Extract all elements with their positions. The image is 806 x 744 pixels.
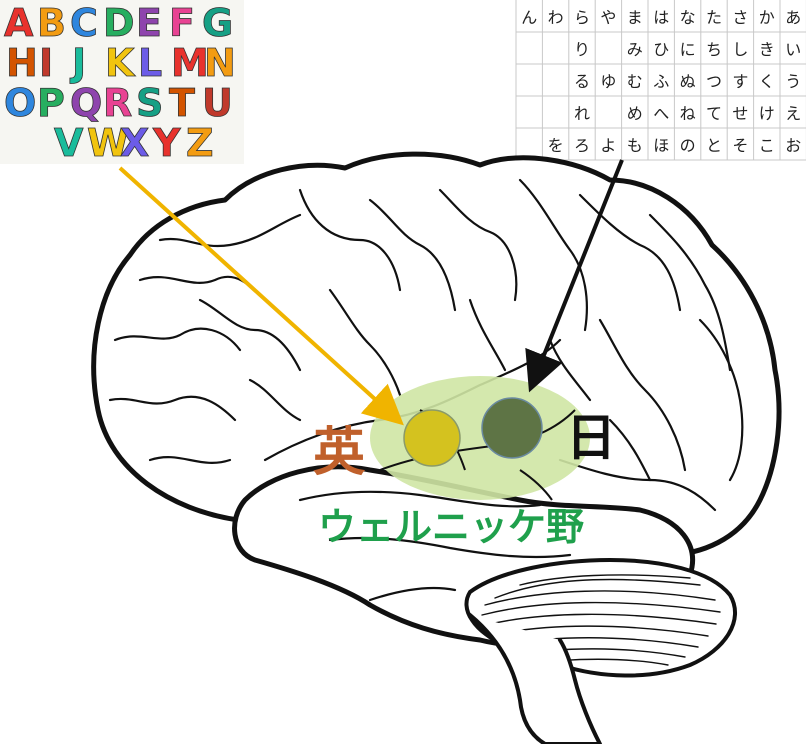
alphabet-letter: J (69, 41, 86, 85)
kana-character: た (706, 8, 722, 27)
english-label: 英 (313, 423, 366, 483)
alphabet-letter: W (87, 121, 129, 165)
alphabet-letter: M (171, 41, 209, 85)
kana-character: ろ (574, 136, 590, 155)
alphabet-letter: V (54, 121, 84, 165)
kana-character: す (732, 72, 748, 91)
alphabet-letter: X (120, 121, 149, 165)
japanese-label: 日 (566, 409, 616, 467)
kana-character: む (627, 72, 643, 91)
kana-character: し (732, 40, 748, 59)
kana-character: ぬ (680, 72, 696, 91)
kana-character: ね (680, 104, 696, 123)
alphabet-letter: C (70, 1, 98, 45)
kana-character: へ (653, 104, 669, 123)
alphabet-letter: G (202, 1, 233, 45)
wernicke-area-highlight (370, 376, 590, 500)
alphabet-letter: B (37, 1, 66, 45)
kana-character: る (574, 72, 590, 91)
kana-character: こ (759, 136, 775, 155)
cerebellum-folia (481, 574, 721, 666)
kana-character: そ (732, 136, 748, 155)
kana-cells: んわを らりるれろ やゆよ まみむめも はひふへほ なにぬねの たちつてと さしすせそ かきくけ… (521, 8, 801, 155)
kana-character: き (759, 40, 775, 59)
kana-character: め (627, 104, 643, 123)
alphabet-letter: R (103, 81, 132, 125)
alphabet-letter: K (105, 41, 136, 85)
english-arrow (118, 166, 404, 426)
kana-character: を (548, 136, 564, 155)
kana-character: は (653, 8, 669, 27)
english-processing-dot (403, 409, 461, 467)
kana-character: れ (574, 104, 590, 123)
kana-character: な (680, 8, 696, 27)
kana-character: お (785, 136, 801, 155)
japanese-arrow (525, 159, 624, 393)
kana-character: く (759, 72, 775, 91)
kana-character: か (759, 8, 775, 27)
alphabet-letter: Z (186, 121, 214, 165)
kana-character: ほ (653, 136, 669, 155)
alphabet-letter: T (169, 81, 195, 125)
brain-illustration (91, 151, 782, 744)
kana-character: ゆ (600, 72, 616, 91)
kana-character: と (706, 136, 722, 155)
japanese-processing-dot (481, 397, 543, 459)
wernicke-area-label: ウェルニッケ野 (318, 505, 584, 549)
alphabet-letter: N (204, 41, 236, 85)
kana-character: け (759, 104, 775, 123)
kana-character: も (627, 136, 643, 155)
kana-character: ふ (653, 72, 669, 91)
kana-character: ち (706, 40, 722, 59)
kana-character: よ (600, 136, 616, 155)
alphabet-letter: H (6, 41, 38, 85)
kana-character: つ (706, 72, 722, 91)
alphabet-letter: O (4, 81, 36, 125)
alphabet-letter: E (136, 1, 162, 45)
kana-character: り (574, 40, 590, 59)
kana-character: ん (521, 8, 537, 27)
kana-character: さ (732, 8, 748, 27)
kana-character: い (785, 40, 801, 59)
kana-character: に (680, 40, 696, 59)
kana-character: み (627, 40, 643, 59)
alphabet-letter: F (169, 1, 195, 45)
alphabet-image-background (0, 0, 244, 164)
kana-character: ら (574, 8, 590, 27)
kana-character: ま (627, 8, 643, 27)
alphabet-letter: L (138, 41, 162, 85)
kana-character: う (785, 72, 801, 91)
kana-character: の (680, 136, 696, 155)
alphabet-letter: S (136, 81, 163, 125)
alphabet-letter: A (4, 1, 34, 45)
kana-character: あ (785, 8, 801, 27)
alphabet-letter: U (202, 81, 233, 125)
kana-grid (515, 0, 806, 161)
alphabet-letter: P (37, 81, 65, 125)
kana-character: や (600, 8, 616, 27)
kana-character: せ (732, 104, 748, 123)
kana-table: んわを らりるれろ やゆよ まみむめも はひふへほ なにぬねの たちつてと さしすせそ かきくけ… (515, 0, 806, 161)
alphabet-letter: D (103, 1, 135, 45)
alphabet-letter: I (39, 41, 53, 85)
kana-character: え (785, 104, 801, 123)
kana-character: わ (548, 8, 564, 27)
alphabet-letter: Y (152, 121, 181, 165)
kana-character: て (706, 104, 722, 123)
alphabet-letter: Q (70, 81, 102, 125)
kana-character: ひ (653, 40, 669, 59)
